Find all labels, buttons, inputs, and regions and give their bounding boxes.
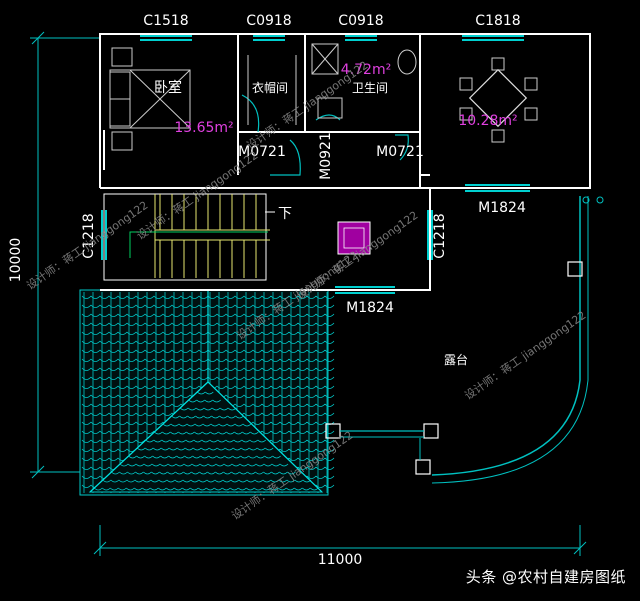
door-label-m0721-a: M0721 [238, 144, 286, 160]
closet-furniture [247, 55, 297, 125]
roof-tiles [79, 289, 335, 496]
source-caption: 头条 @农村自建房图纸 [465, 568, 626, 586]
room-name-closet: 衣帽间 [252, 80, 288, 95]
height-dimension-label: 10000 [8, 238, 24, 283]
bedroom-furniture [109, 47, 191, 151]
door-label-m0721-b: M0721 [376, 144, 424, 160]
door-label-m1824-b: M1824 [346, 300, 394, 316]
width-dimension-label: 11000 [318, 552, 363, 568]
window-label-c1218-left: C1218 [81, 213, 97, 258]
dimension-lines [30, 31, 587, 556]
window-label-c0918-a: C0918 [246, 13, 291, 29]
room-area-bedroom: 13.65m² [174, 120, 233, 136]
doors [241, 94, 409, 176]
room-name-terrace: 露台 [444, 352, 468, 367]
door-label-m1824-a: M1824 [478, 200, 526, 216]
room-area-dining: 10.28m² [458, 113, 517, 129]
dining-table [459, 57, 538, 143]
watermark-text: 设计师：蒋工 jianggong122 [24, 199, 150, 293]
window-label-c1818: C1818 [475, 13, 520, 29]
watermark-text: 设计师：蒋工 jianggong122 [462, 309, 588, 403]
room-name-bedroom: 卧室 [154, 79, 182, 96]
room-name-bathroom: 卫生间 [352, 81, 388, 95]
staircase [129, 194, 275, 278]
window-label-c1518: C1518 [143, 13, 188, 29]
door-label-m0921: M0921 [318, 132, 334, 180]
watermark-text: 设计师：蒋工 jianggong122 [244, 59, 370, 153]
vent-shaft [337, 221, 371, 255]
watermark-text: 设计师：蒋工 jianggong122 [134, 149, 260, 243]
window-label-c0918-b: C0918 [338, 13, 383, 29]
room-area-bathroom: 4.72m² [341, 62, 391, 78]
walls [99, 33, 591, 291]
window-label-c1218-right: C1218 [432, 213, 448, 258]
windows [101, 35, 530, 294]
terrace [325, 196, 604, 484]
stair-direction-label: 下 [278, 206, 292, 222]
bathroom-fixtures [311, 43, 417, 119]
